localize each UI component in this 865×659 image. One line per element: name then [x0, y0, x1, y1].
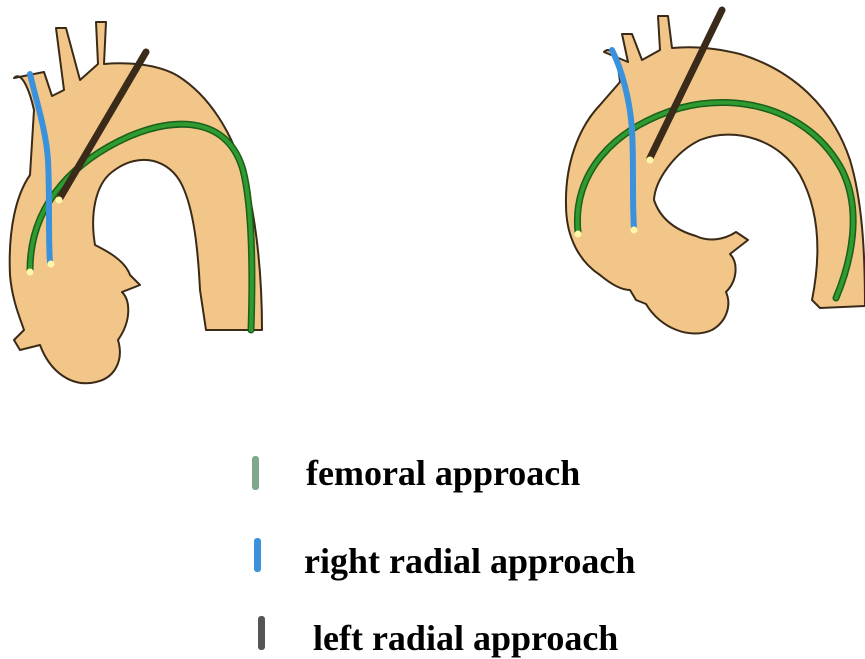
right-aorta-shape [566, 16, 865, 334]
right-femoral-tip [575, 231, 582, 238]
femoral-catheter-swatch-icon [252, 456, 259, 490]
right-aorta-diagram [566, 10, 865, 334]
left-radial-catheter-swatch-icon [258, 616, 265, 650]
right-radial-catheter-swatch-icon [254, 538, 261, 572]
left-aorta-diagram [10, 22, 262, 383]
right-left-radial-tip [647, 157, 654, 164]
left-right-radial-tip [48, 261, 55, 268]
right-right-radial-tip [631, 227, 638, 234]
legend-label-femoral: femoral approach [306, 452, 580, 494]
legend-label-left-radial: left radial approach [313, 617, 618, 659]
legend-label-right-radial: right radial approach [304, 540, 635, 582]
left-femoral-tip [27, 269, 34, 276]
left-left-radial-tip [56, 197, 63, 204]
